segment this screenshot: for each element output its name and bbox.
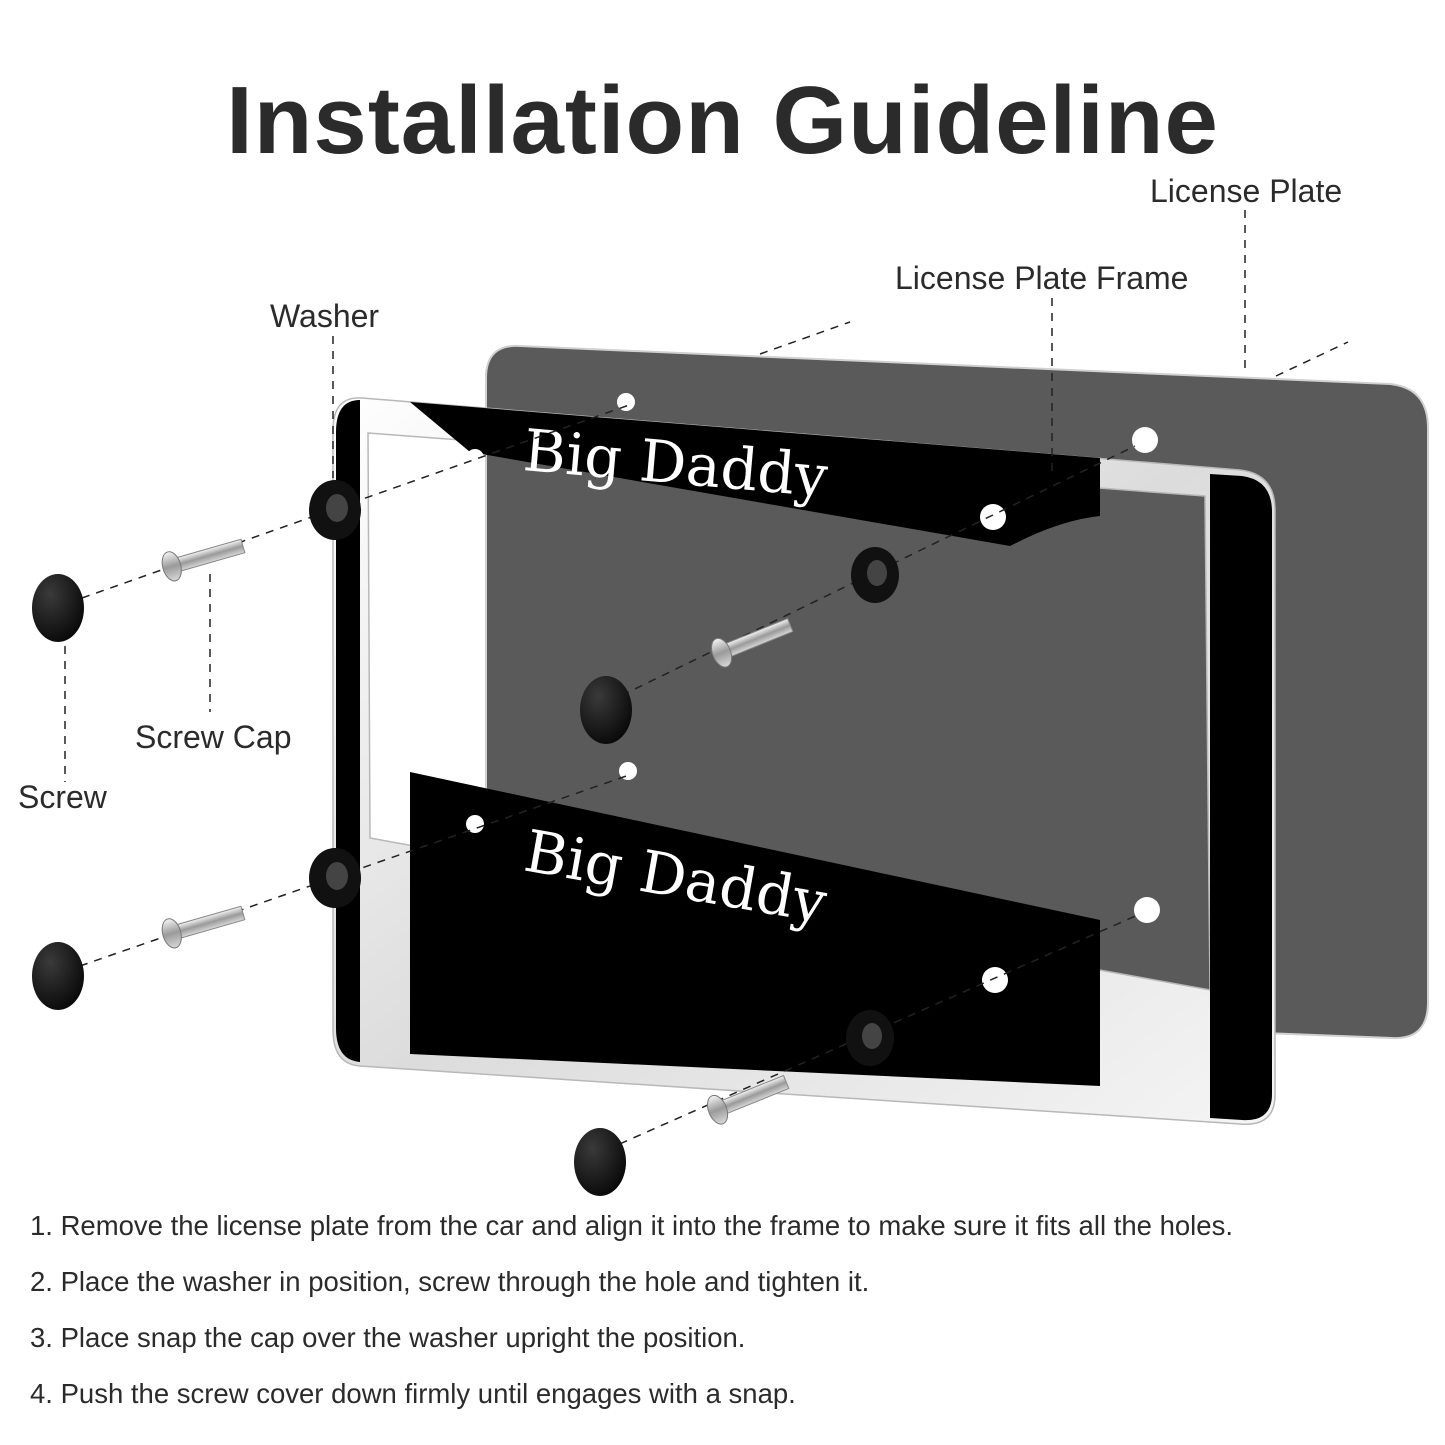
step-item: 1. Remove the license plate from the car…: [30, 1210, 1233, 1241]
label-license-plate-frame: License Plate Frame: [895, 260, 1189, 296]
screw-cap-icon: [580, 676, 632, 744]
washer-icon: [851, 547, 899, 603]
label-washer: Washer: [270, 298, 380, 334]
screw-icon: [161, 538, 246, 582]
step-item: 4. Push the screw cover down firmly unti…: [30, 1378, 796, 1409]
frame-hole: [466, 815, 484, 833]
frame-right-band: [1210, 474, 1272, 1121]
frame-top-band: [410, 402, 1100, 546]
washer-icon: [846, 1010, 894, 1066]
frame-hole: [980, 504, 1006, 530]
plate-hole: [1132, 427, 1158, 453]
label-screw: Screw: [18, 779, 107, 815]
plate-hole: [619, 762, 637, 780]
screw-icon: [711, 617, 794, 668]
label-license-plate: License Plate: [1150, 173, 1343, 209]
screw-cap-icon: [574, 1128, 626, 1196]
screw-icon: [707, 1074, 790, 1125]
step-item: 3. Place snap the cap over the washer up…: [30, 1322, 746, 1353]
frame-hole: [982, 967, 1008, 993]
screw-cap-icon: [32, 942, 84, 1010]
screw-cap-icon: [32, 574, 84, 642]
page-title: Installation Guideline: [226, 67, 1219, 174]
plate-hole: [1134, 897, 1160, 923]
plate-hole: [617, 393, 635, 411]
instruction-steps: 1. Remove the license plate from the car…: [30, 1198, 1233, 1422]
label-screw-cap: Screw Cap: [135, 719, 292, 755]
frame-hole: [466, 449, 484, 467]
screw-icon: [161, 905, 246, 949]
step-item: 2. Place the washer in position, screw t…: [30, 1266, 870, 1297]
washer-icon: [309, 848, 361, 908]
washer-icon: [309, 480, 361, 540]
